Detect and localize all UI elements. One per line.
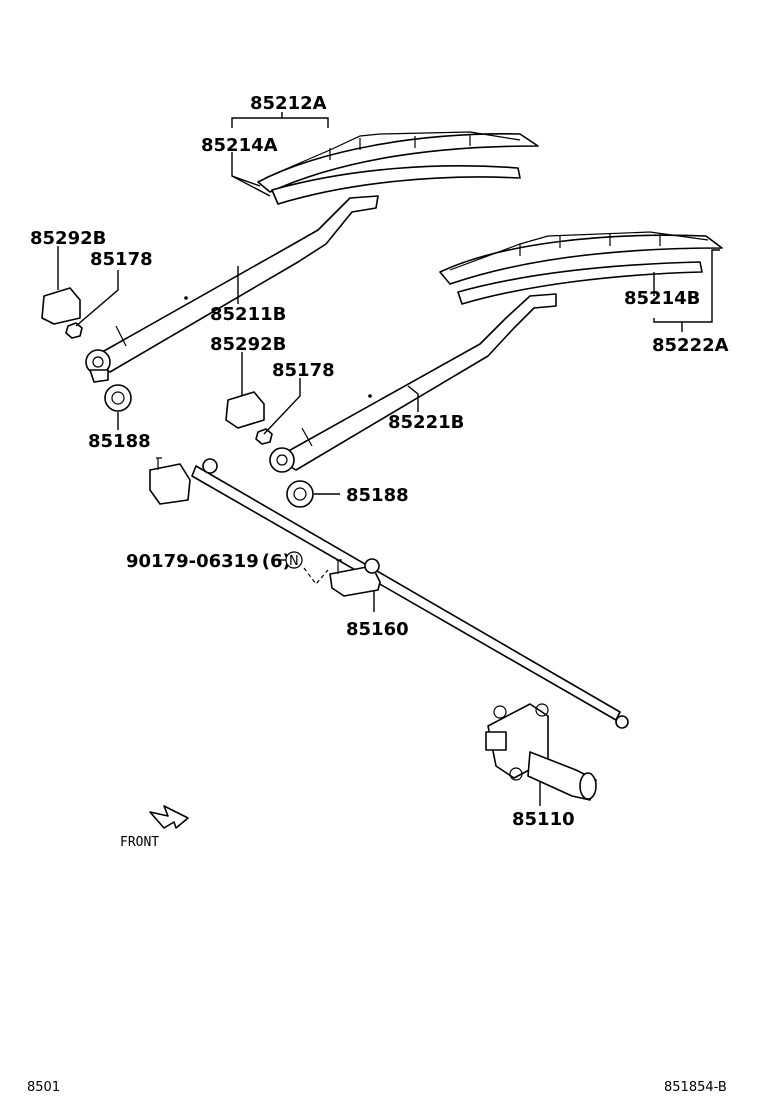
label-85178-right: 85178: [272, 360, 335, 381]
label-85212a: 85212A: [250, 93, 327, 114]
front-arrow-icon: [149, 805, 189, 829]
label-85221b: 85221B: [388, 412, 464, 433]
footer: 8501 851854-B: [27, 1080, 727, 1095]
footer-right: 851854-B: [664, 1080, 727, 1095]
wiper-arm-left: [85, 195, 379, 383]
label-85222a: 85222A: [652, 335, 729, 356]
label-85292b-right: 85292B: [210, 334, 286, 355]
pivot-nut-left: [104, 384, 132, 412]
cap-right: [225, 391, 265, 429]
label-85211b: 85211B: [210, 304, 286, 325]
label-85110: 85110: [512, 809, 575, 830]
label-85292b-left: 85292B: [30, 228, 106, 249]
nut-right: [255, 428, 273, 445]
nut-left: [65, 322, 83, 339]
footer-left: 8501: [27, 1080, 60, 1095]
cap-left: [41, 287, 81, 325]
leader-lines: [57, 112, 720, 806]
part-labels: 85212A 85214A 85292B 85178 85211B 85292B…: [30, 93, 729, 850]
n-marker-label: N: [289, 554, 299, 569]
blade-right: [439, 231, 723, 305]
wiper-arm-right: [269, 293, 557, 473]
label-85160: 85160: [346, 619, 409, 640]
label-85178-left: 85178: [90, 249, 153, 270]
label-85214b: 85214B: [624, 288, 700, 309]
blade-left: [257, 131, 539, 205]
label-85188-left: 85188: [88, 431, 151, 452]
wiper-link-assy: [149, 457, 629, 729]
front-label: FRONT: [120, 835, 159, 850]
label-85188-right: 85188: [346, 485, 409, 506]
wiper-motor: [485, 703, 597, 801]
label-85214a: 85214A: [201, 135, 278, 156]
pivot-nut-right: [286, 480, 314, 508]
label-screw: 90179-06319(6): [126, 551, 291, 572]
n-marker-icon: N: [285, 551, 303, 569]
